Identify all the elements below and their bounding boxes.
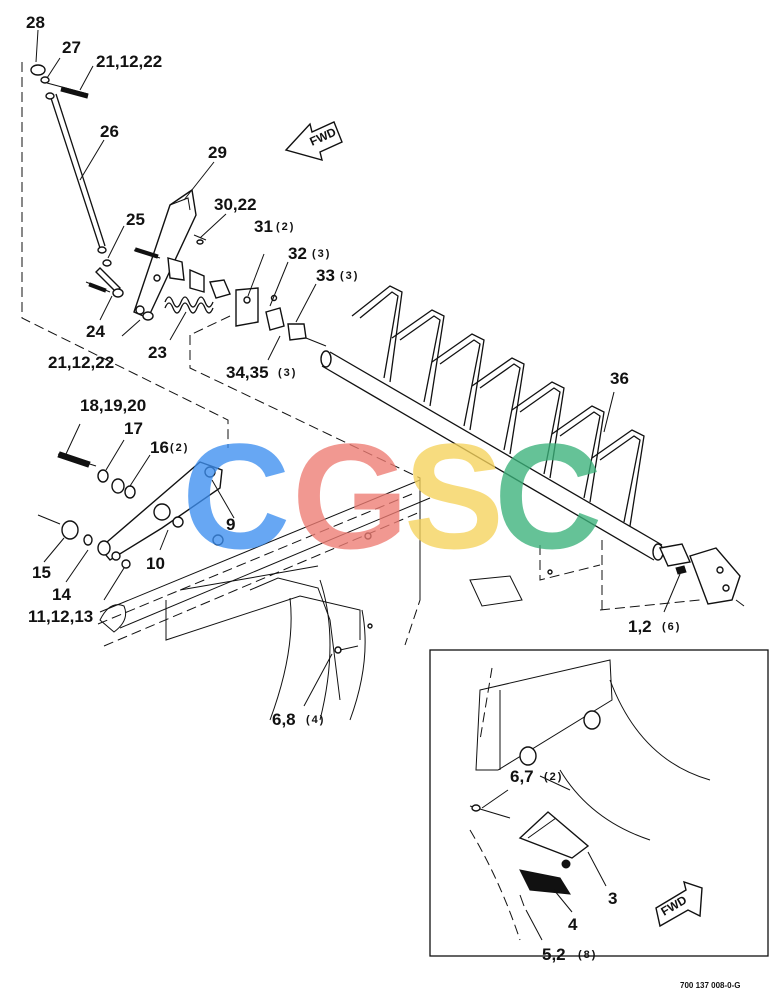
- callout-4: 4: [568, 915, 578, 934]
- leader-lines: [35, 29, 681, 707]
- callout-16: 16: [150, 438, 169, 457]
- callout-31: 31: [254, 217, 273, 236]
- tine-set: [351, 285, 645, 527]
- callout-18-19-20: 18,19,20: [80, 396, 146, 415]
- callout-3: 3: [608, 889, 617, 908]
- fwd-arrow-top: FWD: [284, 121, 343, 161]
- callout-32: 32: [288, 244, 307, 263]
- callout-11-12-13: 11,12,13: [28, 607, 93, 626]
- qty-1-2: (6): [662, 621, 681, 633]
- spring-23: [164, 296, 214, 314]
- linkage-pieces: [85, 259, 124, 298]
- callout-33: 33: [316, 266, 335, 285]
- tine-shaft-36: [320, 285, 745, 607]
- callout-6-8: 6,8: [272, 710, 296, 729]
- watermark-letter-1: C: [182, 412, 290, 580]
- callout-5-2: 5,2: [542, 945, 566, 964]
- callouts: 28 27 21,12,22 26 29 30,22 25 31 (2) 32 …: [26, 13, 681, 964]
- qty-5-2: (8): [578, 949, 597, 961]
- callout-15: 15: [32, 563, 51, 582]
- lever-assembly: [37, 451, 224, 569]
- callout-17: 17: [124, 419, 143, 438]
- callout-24: 24: [86, 322, 105, 341]
- callout-30-22: 30,22: [214, 195, 257, 214]
- callout-36: 36: [610, 369, 629, 388]
- document-id: 700 137 008-0-G: [680, 981, 741, 990]
- callout-1-2: 1,2: [628, 617, 652, 636]
- callout-26: 26: [100, 122, 119, 141]
- callout-10: 10: [146, 554, 165, 573]
- qty-6-7: (2): [544, 771, 563, 783]
- watermark-letter-3: S: [404, 412, 504, 580]
- assembly-boundary-lines: [21, 62, 701, 646]
- callout-23: 23: [148, 343, 167, 362]
- callout-14: 14: [52, 585, 71, 604]
- qty-32: (3): [312, 248, 331, 260]
- qty-6-8: (4): [306, 714, 325, 726]
- callout-6-7: 6,7: [510, 767, 534, 786]
- callout-21-12-22-mid: 21,12,22: [48, 353, 114, 372]
- arm-29: [133, 188, 207, 321]
- watermark-letter-2: G: [292, 412, 409, 580]
- qty-33: (3): [340, 270, 359, 282]
- qty-31: (2): [276, 221, 295, 233]
- qty-16: (2): [170, 442, 189, 454]
- callout-29: 29: [208, 143, 227, 162]
- callout-28: 28: [26, 13, 45, 32]
- callout-34-35: 34,35: [226, 363, 269, 382]
- callout-9: 9: [226, 515, 235, 534]
- qty-34-35: (3): [278, 367, 297, 379]
- inset-detail: FWD: [429, 649, 769, 957]
- watermark-letter-4: C: [494, 412, 602, 580]
- frame-housing: [97, 479, 603, 721]
- bracket-parts: [167, 257, 327, 347]
- callout-27: 27: [62, 38, 81, 57]
- callout-25: 25: [126, 210, 145, 229]
- callout-21-12-22-top: 21,12,22: [96, 52, 162, 71]
- rod-assembly: [30, 64, 107, 254]
- watermark: C G S C: [182, 412, 602, 580]
